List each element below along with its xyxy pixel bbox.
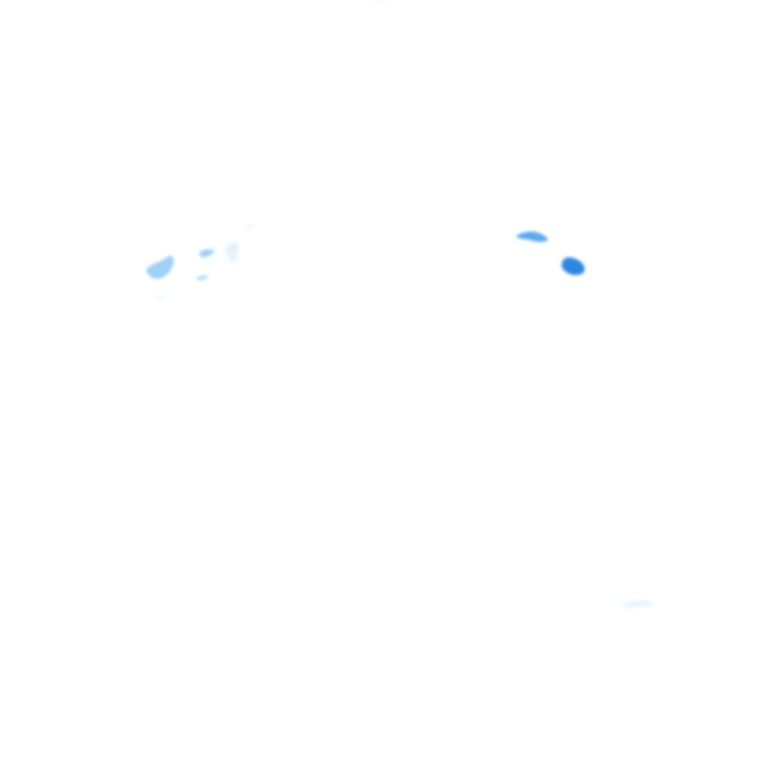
cell-west-2-fleck bbox=[197, 275, 209, 280]
cell-east-1 bbox=[516, 231, 548, 242]
cell-west-1-core bbox=[146, 255, 174, 279]
cell-west-2-core bbox=[199, 249, 215, 258]
cell-west-3 bbox=[225, 241, 239, 264]
cell-north-1 bbox=[376, 0, 386, 3]
cell-south-1-core bbox=[620, 600, 653, 607]
cell-north-1-core bbox=[376, 0, 386, 3]
cell-west-2 bbox=[197, 249, 215, 280]
cell-east-2 bbox=[561, 257, 585, 275]
cell-west-4-fleck bbox=[154, 295, 168, 298]
cell-east-2-core bbox=[561, 257, 585, 275]
cell-west-3-core bbox=[225, 241, 239, 264]
cell-west-4-fleck-2 bbox=[244, 225, 256, 228]
cell-south-1 bbox=[620, 600, 653, 607]
cell-west-1 bbox=[146, 255, 174, 279]
cell-west-4 bbox=[154, 225, 256, 298]
cell-east-1-core bbox=[516, 231, 548, 242]
